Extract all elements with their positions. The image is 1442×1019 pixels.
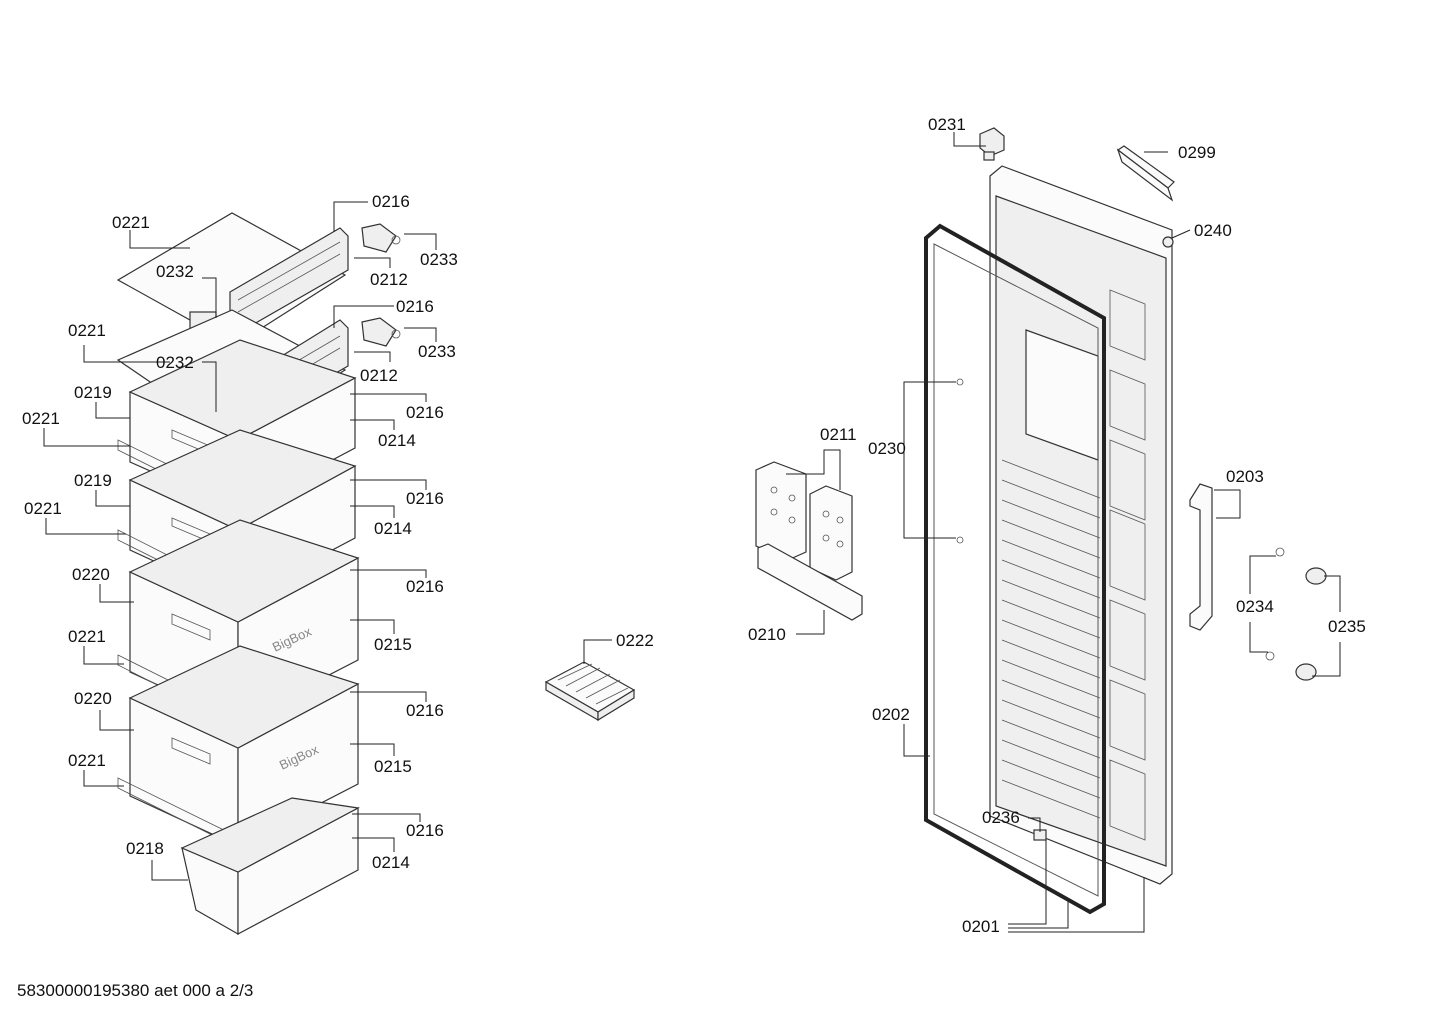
label-0216-b: 0216 <box>396 297 434 316</box>
label-0215-b: 0215 <box>374 757 412 776</box>
clip-top <box>361 223 397 253</box>
label-0222: 0222 <box>616 631 654 650</box>
label-0216-g: 0216 <box>406 821 444 840</box>
label-0219-b: 0219 <box>74 471 112 490</box>
label-0221-d: 0221 <box>24 499 62 518</box>
door-bins <box>1109 289 1146 841</box>
label-0231: 0231 <box>928 115 966 134</box>
label-0210: 0210 <box>748 625 786 644</box>
label-0216-e: 0216 <box>406 577 444 596</box>
door-ribs <box>1001 459 1101 819</box>
ice-cube-tray <box>544 661 636 722</box>
label-0233-b: 0233 <box>418 342 456 361</box>
handle-screw-lower <box>1265 651 1275 661</box>
label-0214-b: 0214 <box>374 519 412 538</box>
label-0221-f: 0221 <box>68 751 106 770</box>
cap-0240 <box>1162 236 1174 248</box>
label-0240: 0240 <box>1194 221 1232 240</box>
label-0212-a: 0212 <box>370 270 408 289</box>
leader-0210 <box>796 610 825 635</box>
label-0220-b: 0220 <box>74 689 112 708</box>
leader-0211 <box>786 449 841 490</box>
label-0215-a: 0215 <box>374 635 412 654</box>
label-0202: 0202 <box>872 705 910 724</box>
label-0216-a: 0216 <box>372 192 410 211</box>
right-leader-lines <box>903 132 1341 933</box>
label-0216-d: 0216 <box>406 489 444 508</box>
label-0214-c: 0214 <box>372 853 410 872</box>
label-0230: 0230 <box>868 439 906 458</box>
label-0234: 0234 <box>1236 597 1274 616</box>
clip-2 <box>361 317 397 347</box>
label-0233-a: 0233 <box>420 250 458 269</box>
label-0203: 0203 <box>1226 467 1264 486</box>
label-0236: 0236 <box>982 808 1020 827</box>
label-0211: 0211 <box>820 425 857 444</box>
screw-lower <box>956 536 964 544</box>
label-0212-b: 0212 <box>360 366 398 385</box>
handle-cap-lower <box>1295 663 1317 681</box>
label-0201: 0201 <box>962 917 1000 936</box>
door-assembly <box>924 127 1327 915</box>
bottle-rack-strip <box>757 543 863 621</box>
label-0221-c: 0221 <box>22 409 60 428</box>
hinge-pin <box>983 151 995 161</box>
shelves-and-drawers-assembly: BigBox BigBox <box>116 212 401 936</box>
label-0232-b: 0232 <box>156 353 194 372</box>
screw-upper <box>956 378 964 386</box>
label-0235: 0235 <box>1328 617 1366 636</box>
leader-0222 <box>583 639 612 664</box>
label-0218: 0218 <box>126 839 164 858</box>
handle-screw-upper <box>1275 547 1285 557</box>
door-handle <box>1189 483 1213 631</box>
part-labels: 0221 0232 0216 0233 0212 0221 0232 0216 … <box>22 115 1366 936</box>
handle-cap-upper <box>1305 567 1327 585</box>
label-0221-a: 0221 <box>112 213 150 232</box>
label-0221-e: 0221 <box>68 627 106 646</box>
label-0216-f: 0216 <box>406 701 444 720</box>
label-0220-a: 0220 <box>72 565 110 584</box>
label-0214-a: 0214 <box>378 431 416 450</box>
door-gasket <box>924 223 1106 915</box>
document-id: 58300000195380 aet 000 a 2/3 <box>17 981 254 1000</box>
label-0221-b: 0221 <box>68 321 106 340</box>
label-0216-c: 0216 <box>406 403 444 422</box>
cold-packs <box>755 461 853 581</box>
left-leader-lines <box>43 201 437 881</box>
label-0219-a: 0219 <box>74 383 112 402</box>
label-0299: 0299 <box>1178 143 1216 162</box>
hinge-cap <box>979 127 1005 157</box>
label-0232-a: 0232 <box>156 262 194 281</box>
